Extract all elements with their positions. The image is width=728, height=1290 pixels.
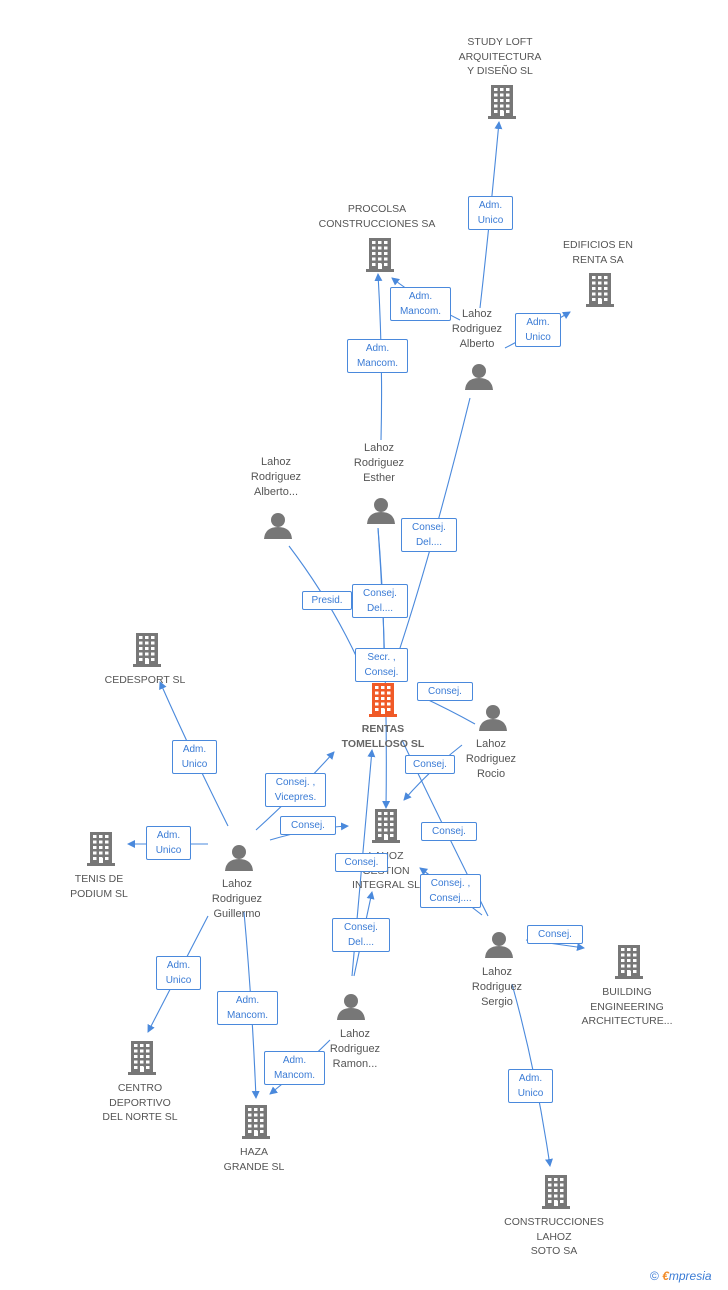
node-label-esther[interactable]: Lahoz Rodriguez Esther [353, 442, 405, 484]
person-icon-ramon[interactable] [337, 994, 365, 1020]
node-label-construcciones[interactable]: CONSTRUCCIONES LAHOZ SOTO SA [504, 1216, 604, 1257]
relation-label-r11[interactable]: Consej. , Vicepres. [265, 773, 326, 807]
node-label-sergio[interactable]: Lahoz Rodriguez Sergio [471, 966, 523, 1008]
relation-label-r22[interactable]: Adm. Mancom. [264, 1051, 325, 1085]
relation-label-r21[interactable]: Adm. Mancom. [217, 991, 278, 1025]
building-icon-edificios[interactable] [586, 273, 614, 307]
person-icon-sergio[interactable] [485, 932, 513, 958]
person-icon-alberto[interactable] [465, 364, 493, 390]
node-label-procolsa[interactable]: PROCOLSA CONSTRUCCIONES SA [318, 203, 436, 230]
relation-label-r13[interactable]: Consej. [405, 755, 455, 774]
relation-label-r5[interactable]: Consej. Del.... [401, 518, 457, 552]
person-icon-alberto2[interactable] [264, 513, 292, 539]
relation-label-r20[interactable]: Adm. Unico [156, 956, 201, 990]
node-label-alberto[interactable]: Lahoz Rodriguez Alberto [451, 308, 503, 350]
node-label-rentas[interactable]: RENTAS TOMELLOSO SL [341, 723, 425, 750]
building-icon-cedesport[interactable] [133, 633, 161, 667]
building-icon-procolsa[interactable] [366, 238, 394, 272]
relation-label-r6[interactable]: Presid. [302, 591, 352, 610]
node-label-haza[interactable]: HAZA GRANDE SL [223, 1146, 285, 1173]
copyright-symbol: © [650, 1269, 659, 1283]
node-icons [87, 85, 643, 1209]
building-icon-building[interactable] [615, 945, 643, 979]
relation-label-r1[interactable]: Adm. Unico [468, 196, 513, 230]
building-icon-study[interactable] [488, 85, 516, 119]
node-label-ramon[interactable]: Lahoz Rodriguez Ramon... [329, 1028, 381, 1070]
relation-label-r12[interactable]: Consej. [280, 816, 336, 835]
relation-label-r18[interactable]: Consej. Del.... [332, 918, 390, 952]
relation-label-r8[interactable]: Secr. , Consej. [355, 648, 408, 682]
relation-label-r19[interactable]: Consej. [527, 925, 583, 944]
empresia-brand: mpresia [668, 1269, 712, 1283]
node-label-building[interactable]: BUILDING ENGINEERING ARCHITECTURE... [581, 986, 673, 1027]
relation-label-r10[interactable]: Adm. Unico [172, 740, 217, 774]
node-label-tenis[interactable]: TENIS DE PODIUM SL [70, 873, 128, 900]
node-label-cedesport[interactable]: CEDESPORT SL [104, 674, 186, 686]
relation-label-r9[interactable]: Consej. [417, 682, 473, 701]
relation-label-r7[interactable]: Consej. Del.... [352, 584, 408, 618]
node-label-study[interactable]: STUDY LOFT ARQUITECTURA Y DISEÑO SL [458, 36, 542, 77]
building-icon-centro[interactable] [128, 1041, 156, 1075]
node-label-edificios[interactable]: EDIFICIOS EN RENTA SA [562, 239, 633, 266]
relation-label-r15[interactable]: Consej. [421, 822, 477, 841]
relation-label-r16[interactable]: Consej. [335, 853, 388, 872]
node-label-rocio[interactable]: Lahoz Rodriguez Rocio [465, 738, 517, 780]
relation-label-r17[interactable]: Consej. , Consej.... [420, 874, 481, 908]
building-icon-rentas[interactable] [369, 683, 397, 717]
node-label-guillermo[interactable]: Lahoz Rodriguez Guillermo [211, 878, 263, 920]
building-icon-haza[interactable] [242, 1105, 270, 1139]
person-icon-rocio[interactable] [479, 705, 507, 731]
person-icon-esther[interactable] [367, 498, 395, 524]
relation-label-r3[interactable]: Adm. Unico [515, 313, 561, 347]
empresia-logo-icon: € [662, 1269, 669, 1283]
relation-label-r4[interactable]: Adm. Mancom. [347, 339, 408, 373]
empresia-footer[interactable]: © €mpresia [650, 1269, 712, 1283]
building-icon-tenis[interactable] [87, 832, 115, 866]
person-icon-guillermo[interactable] [225, 845, 253, 871]
relation-label-r23[interactable]: Adm. Unico [508, 1069, 553, 1103]
node-label-centro[interactable]: CENTRO DEPORTIVO DEL NORTE SL [102, 1082, 178, 1123]
building-icon-lahozgestion[interactable] [372, 809, 400, 843]
relation-label-r14[interactable]: Adm. Unico [146, 826, 191, 860]
relation-label-r2[interactable]: Adm. Mancom. [390, 287, 451, 321]
building-icon-construcciones[interactable] [542, 1175, 570, 1209]
node-label-alberto2[interactable]: Lahoz Rodriguez Alberto... [250, 456, 302, 498]
